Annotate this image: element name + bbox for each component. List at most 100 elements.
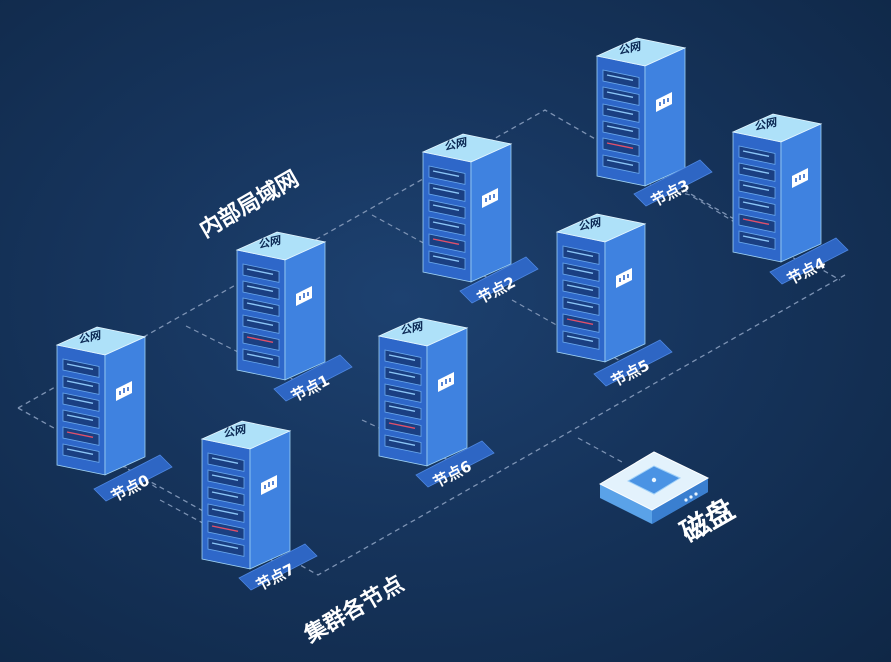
drive-bay: [602, 120, 640, 140]
drive-bay: [207, 537, 245, 557]
drive-led: [246, 319, 274, 327]
server-side-face: [604, 223, 646, 363]
drive-led-red: [388, 422, 416, 430]
signal-bars-icon: [119, 387, 129, 395]
drive-led: [742, 201, 770, 209]
drive-led: [388, 405, 416, 413]
disk-center-dot: [651, 477, 657, 483]
server-node3: 公网: [595, 37, 687, 187]
drive-led: [66, 448, 94, 456]
server-node4: 公网: [731, 113, 823, 263]
drive-bay: [207, 520, 245, 540]
server-side-face: [470, 143, 512, 283]
disk-led: [694, 492, 698, 496]
drive-led: [566, 284, 594, 292]
drive-led: [246, 285, 274, 293]
server-top-face: [235, 231, 327, 261]
server-node0: 公网: [55, 326, 147, 476]
disk-side-right: [652, 478, 708, 524]
server-top-face: [555, 213, 647, 243]
server-node2: 公网: [421, 133, 513, 283]
drive-bay: [207, 503, 245, 523]
server-side-face: [780, 123, 822, 263]
drive-bay: [562, 313, 600, 333]
drive-led: [566, 301, 594, 309]
drive-led-red: [211, 525, 239, 533]
drive-led: [566, 335, 594, 343]
server-top-face: [421, 133, 513, 163]
drive-led: [742, 167, 770, 175]
drive-bay: [62, 392, 100, 412]
drive-bay: [384, 417, 422, 437]
server-brand-label: 公网: [579, 216, 601, 234]
drive-led: [566, 267, 594, 275]
server-brand-label: 公网: [445, 136, 467, 154]
drive-led: [211, 457, 239, 465]
server-top-face: [377, 317, 469, 347]
drive-led: [606, 74, 634, 82]
node-tag-background: [273, 354, 353, 402]
drive-bay: [428, 165, 466, 185]
drive-led-red: [432, 238, 460, 246]
drive-bay: [562, 245, 600, 265]
drive-bay: [602, 137, 640, 157]
server-side-face: [104, 336, 146, 476]
drive-bay: [207, 452, 245, 472]
drive-bay: [384, 400, 422, 420]
drive-bay: [62, 443, 100, 463]
drive-bay: [562, 330, 600, 350]
drive-led-red: [606, 142, 634, 150]
drive-bay: [62, 358, 100, 378]
drive-bay: [562, 296, 600, 316]
signal-bars-icon: [485, 194, 495, 202]
internal-lan-label: 内部局域网: [195, 166, 303, 244]
server-top-face: [731, 113, 823, 143]
server-side-face: [284, 241, 326, 381]
server-brand-label: 公网: [755, 116, 777, 134]
cluster-line: [17, 274, 846, 576]
node-tag-background: [459, 256, 539, 304]
drive-led: [66, 414, 94, 422]
drive-bay: [428, 216, 466, 236]
drive-led: [432, 255, 460, 263]
server-node5: 公网: [555, 213, 647, 363]
drive-led: [388, 439, 416, 447]
node-tag-background: [93, 454, 173, 502]
drive-bay: [242, 314, 280, 334]
drive-led: [66, 397, 94, 405]
signal-bars-icon: [619, 274, 629, 282]
server-side-face: [249, 430, 291, 570]
drive-led: [606, 125, 634, 133]
drive-led: [432, 170, 460, 178]
drive-bay: [428, 199, 466, 219]
node-tag-background: [415, 440, 495, 488]
drive-led: [388, 354, 416, 362]
drive-led: [742, 235, 770, 243]
disk-led: [689, 495, 693, 499]
drive-bay: [384, 366, 422, 386]
drive-bay: [428, 182, 466, 202]
drive-bay: [428, 233, 466, 253]
drive-led: [606, 159, 634, 167]
server-brand-label: 公网: [79, 329, 101, 347]
drive-led: [211, 508, 239, 516]
drive-led: [432, 204, 460, 212]
node-tag-background: [633, 159, 713, 207]
drive-bay: [738, 213, 776, 233]
node-tag-background: [238, 543, 318, 591]
drive-bay: [738, 162, 776, 182]
drive-bay: [242, 280, 280, 300]
drive-bay: [62, 426, 100, 446]
drive-led: [66, 380, 94, 388]
drive-led: [211, 542, 239, 550]
server-brand-label: 公网: [224, 423, 246, 441]
node-tag-background: [769, 237, 849, 285]
server-node7: 公网: [200, 420, 292, 570]
server-brand-label: 公网: [619, 40, 641, 58]
server-top-face: [595, 37, 687, 67]
drive-led-red: [742, 218, 770, 226]
server-node6: 公网: [377, 317, 469, 467]
drive-bay: [602, 69, 640, 89]
